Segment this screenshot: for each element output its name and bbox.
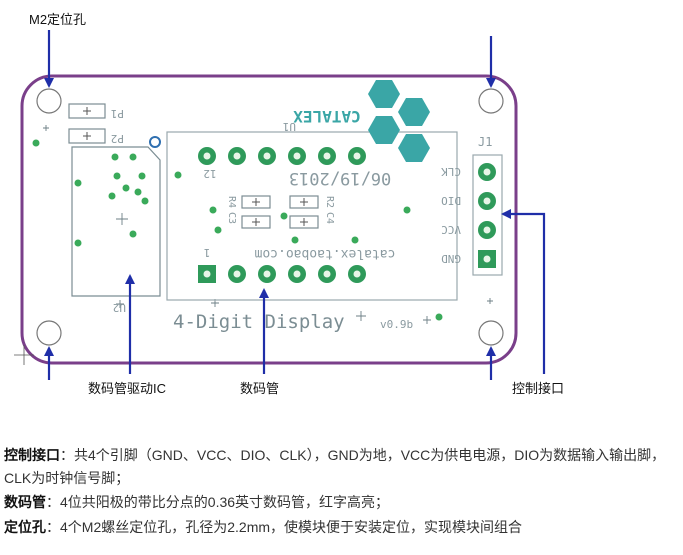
crosshair-icon bbox=[14, 345, 34, 365]
mounting-hole-bottom-left bbox=[36, 320, 62, 346]
callout-arrows bbox=[44, 30, 546, 380]
label-r4: R4 bbox=[226, 196, 237, 208]
components-right bbox=[289, 195, 319, 229]
text-display: ：4位共阳极的带比分点的0.36英寸数码管，红字高亮； bbox=[46, 494, 390, 510]
pin1-label: 1 bbox=[204, 246, 211, 259]
mounting-hole-top-left bbox=[36, 88, 62, 114]
website-label: catalex.taobao.com bbox=[254, 246, 395, 261]
pin-label-gnd: GND bbox=[441, 252, 461, 265]
catalex-logo-icon bbox=[368, 80, 430, 162]
callout-driver-ic: 数码管驱动IC bbox=[88, 381, 167, 396]
description-interface: 控制接口：共4个引脚（GND、VCC、DIO、CLK），GND为地，VCC为供电… bbox=[4, 444, 680, 490]
module-diagram: P1 P2 U2 bbox=[14, 30, 546, 380]
pin1-dot bbox=[149, 136, 161, 148]
callout-display: 数码管 bbox=[240, 381, 280, 396]
mounting-hole-bottom-right bbox=[478, 320, 504, 346]
label-c4: C4 bbox=[324, 212, 335, 224]
label-u1: U1 bbox=[283, 120, 296, 133]
display-pads-bottom bbox=[198, 265, 366, 283]
mounting-hole-top-right bbox=[478, 88, 504, 114]
display-outline bbox=[166, 131, 458, 301]
callout-interface: 控制接口 bbox=[512, 381, 565, 396]
label-c3: C3 bbox=[226, 212, 237, 224]
callout-m2-hole: M2定位孔 bbox=[29, 12, 87, 27]
term-interface: 控制接口 bbox=[4, 447, 60, 463]
description-display: 数码管：4位共阳极的带比分点的0.36英寸数码管，红字高亮； bbox=[4, 491, 680, 514]
label-r2: R2 bbox=[324, 196, 335, 208]
header-label-j1: J1 bbox=[478, 135, 492, 149]
pin-label-clk: CLK bbox=[441, 165, 461, 178]
description-holes: 定位孔：4个M2螺丝定位孔，孔径为2.2mm，使模块便于安装定位，实现模块间组合 bbox=[4, 516, 680, 539]
date-label: 06/19/2013 bbox=[289, 168, 391, 188]
driver-ic-outline bbox=[71, 146, 161, 297]
jumper-p1 bbox=[68, 103, 106, 119]
term-holes: 定位孔 bbox=[4, 519, 46, 535]
text-holes: ：4个M2螺丝定位孔，孔径为2.2mm，使模块便于安装定位，实现模块间组合 bbox=[46, 519, 523, 535]
pin-label-dio: DIO bbox=[441, 194, 461, 207]
arrow-interface bbox=[501, 209, 546, 374]
components-left bbox=[241, 195, 271, 229]
term-display: 数码管 bbox=[4, 494, 46, 510]
label-p1: P1 bbox=[111, 107, 124, 120]
label-p2: P2 bbox=[111, 132, 124, 145]
pin-label-vcc: VCC bbox=[441, 223, 461, 236]
label-u2: U2 bbox=[113, 301, 126, 314]
plus-marks bbox=[43, 125, 493, 324]
jumper-p2 bbox=[68, 128, 106, 144]
mounting-holes bbox=[36, 88, 504, 346]
text-interface: ：共4个引脚（GND、VCC、DIO、CLK），GND为地，VCC为供电电源，D… bbox=[4, 447, 666, 486]
pin12-label: 12 bbox=[203, 167, 216, 180]
board-title: 4-Digit Display bbox=[173, 311, 345, 333]
vias bbox=[32, 139, 443, 321]
brand-label: CATALEX bbox=[293, 107, 361, 126]
version-label: v0.9b bbox=[380, 318, 413, 331]
